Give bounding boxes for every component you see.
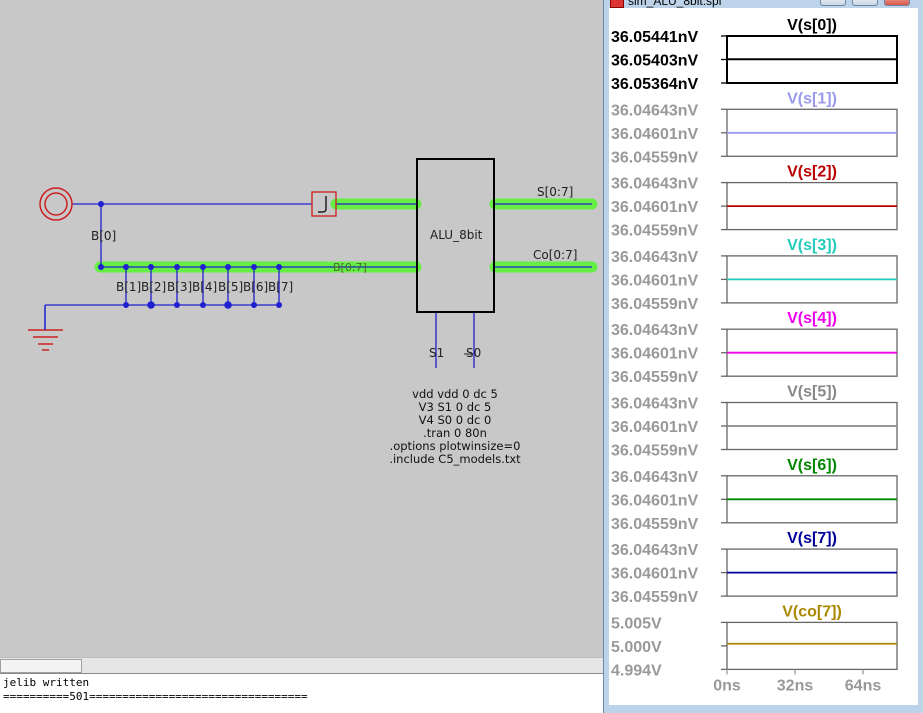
y-tick-label: 36.04559nV — [611, 369, 699, 386]
y-tick-label: 36.04601nV — [611, 492, 699, 509]
minimize-button[interactable] — [820, 0, 846, 6]
y-tick-label: 36.05441nV — [611, 29, 699, 46]
y-tick-label: 36.04559nV — [611, 516, 699, 533]
power-source-icon — [39, 187, 73, 221]
directive-line: V3 S1 0 dc 5 — [418, 400, 492, 414]
y-tick-label: 36.04643nV — [611, 322, 699, 339]
plot-title: V(s[5]) — [787, 384, 837, 401]
directive-line: .tran 0 80n — [423, 426, 487, 440]
y-tick-label: 36.04601nV — [611, 566, 699, 583]
plot-title: V(s[0]) — [787, 17, 837, 34]
app-icon — [610, 0, 624, 8]
waveform-window[interactable]: sim_ALU_8bit.spi V(s[0]) 36.05441nV 36.054… — [603, 0, 923, 713]
y-tick-label: 36.04601nV — [611, 126, 699, 143]
y-tick-label: 36.04601nV — [611, 272, 699, 289]
y-tick-label: 36.04559nV — [611, 443, 699, 460]
y-tick-label: 36.04643nV — [611, 469, 699, 486]
messages-console[interactable]: jelib written==========501==============… — [0, 673, 603, 713]
x-tick-label: 64ns — [845, 677, 882, 694]
directive-line: .include C5_models.txt — [389, 452, 521, 466]
label-s0: S0 — [466, 346, 482, 360]
label-bus-b: B[0:7] — [333, 261, 367, 274]
y-tick-label: 5.000V — [611, 639, 662, 656]
plot-frame — [726, 621, 898, 671]
ground-icon — [28, 305, 63, 351]
window-title: sim_ALU_8bit.spi — [628, 0, 722, 8]
label-b0: B[0] — [91, 229, 117, 243]
directive-line: V4 S0 0 dc 0 — [418, 413, 492, 427]
scrollbar-thumb[interactable] — [0, 659, 82, 673]
junctions — [98, 201, 282, 309]
x-tick-label: 32ns — [777, 677, 814, 694]
alu-block — [416, 158, 495, 313]
y-tick-label: 36.04559nV — [611, 589, 699, 606]
y-tick-label: 36.04559nV — [611, 296, 699, 313]
y-tick-label: 36.04643nV — [611, 102, 699, 119]
label-b1: B[1] — [116, 280, 142, 294]
directive-line: .options plotwinsize=0 — [389, 439, 521, 453]
y-tick-label: 36.05364nV — [611, 76, 699, 93]
plot-title: V(s[6]) — [787, 457, 837, 474]
alu-block-label: ALU_8bit — [430, 228, 483, 242]
label-b4: B[4] — [192, 280, 218, 294]
close-button[interactable] — [884, 0, 910, 6]
plot-title: V(s[1]) — [787, 90, 837, 107]
console-line: ==========501===========================… — [3, 690, 308, 703]
schematic-drawing — [28, 158, 598, 368]
y-tick-label: 36.04601nV — [611, 199, 699, 216]
schematic-horizontal-scrollbar[interactable] — [0, 657, 603, 674]
y-tick-label: 36.04643nV — [611, 396, 699, 413]
label-b7: B[7] — [268, 280, 294, 294]
console-line: jelib written — [3, 676, 90, 689]
schematic-canvas[interactable]: B[0] B[1] B[2] B[3] B[4] B[5] B[6] B[7] … — [0, 0, 603, 657]
maximize-button[interactable] — [852, 0, 878, 6]
y-tick-label: 5.005V — [611, 615, 662, 632]
label-b3: B[3] — [167, 280, 193, 294]
label-s1: S1 — [429, 346, 445, 360]
y-tick-label: 36.04559nV — [611, 149, 699, 166]
y-tick-label: 4.994V — [611, 662, 662, 679]
y-tick-label: 36.04601nV — [611, 419, 699, 436]
label-b5: B[5] — [218, 280, 244, 294]
label-b2: B[2] — [141, 280, 167, 294]
y-tick-label: 36.04643nV — [611, 249, 699, 266]
y-tick-label: 36.04643nV — [611, 176, 699, 193]
plot-title: V(co[7]) — [782, 603, 842, 620]
directive-line: vdd vdd 0 dc 5 — [412, 387, 498, 401]
plot-title: V(s[2]) — [787, 164, 837, 181]
y-tick-label: 36.04643nV — [611, 542, 699, 559]
y-tick-label: 36.04559nV — [611, 223, 699, 240]
label-bus-co: Co[0:7] — [533, 248, 578, 262]
bus-export-icon — [311, 191, 337, 217]
waveform-titlebar[interactable]: sim_ALU_8bit.spi — [604, 0, 923, 8]
waveform-plots: V(s[0]) 36.05441nV 36.05403nV 36.05364nV V(s… — [611, 17, 898, 694]
waveform-canvas[interactable]: V(s[0]) 36.05441nV 36.05403nV 36.05364nV V(s… — [609, 8, 918, 705]
bus-highlights — [94, 198, 598, 273]
plot-title: V(s[3]) — [787, 237, 837, 254]
plot-title: V(s[4]) — [787, 310, 837, 327]
y-tick-label: 36.05403nV — [611, 53, 699, 70]
y-tick-label: 36.04601nV — [611, 346, 699, 363]
label-bus-s: S[0:7] — [537, 185, 574, 199]
x-tick-label: 0ns — [713, 677, 741, 694]
plot-title: V(s[7]) — [787, 530, 837, 547]
label-b6: B[6] — [243, 280, 269, 294]
